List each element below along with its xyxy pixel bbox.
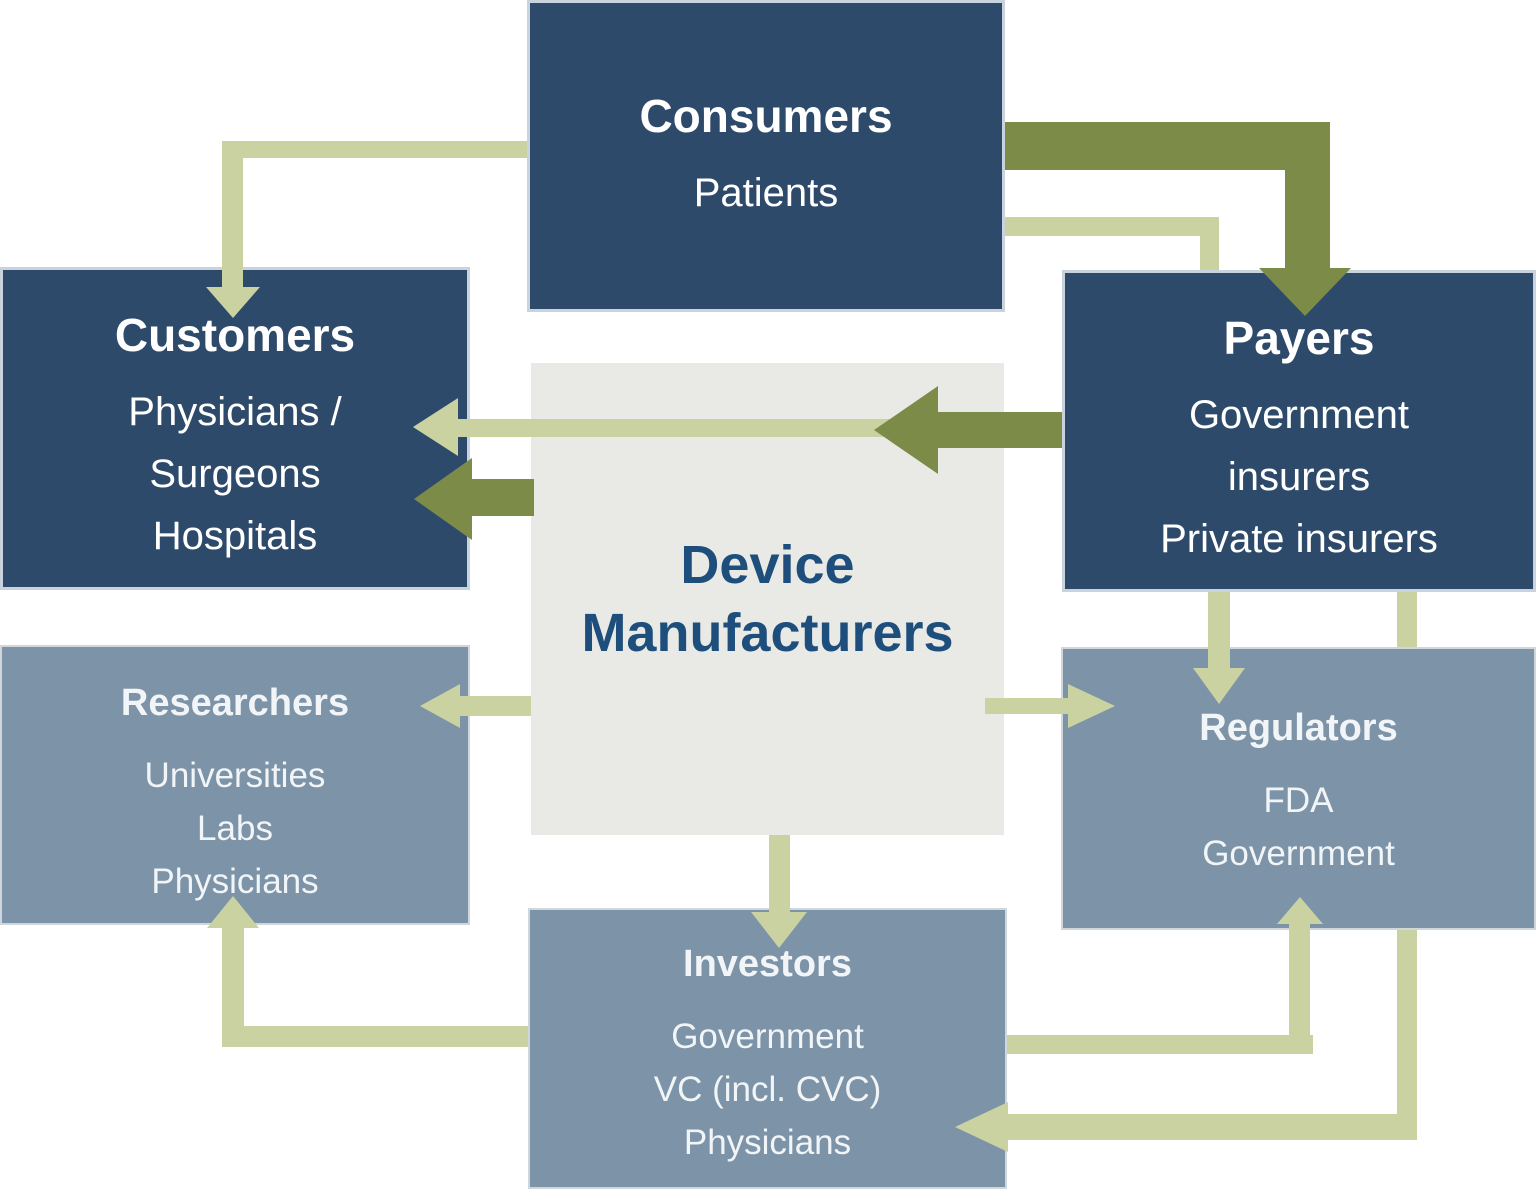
researchers-line: Physicians xyxy=(151,862,319,901)
box-investors: Investors Government VC (incl. CVC) Phys… xyxy=(528,908,1007,1189)
payers-line: Government xyxy=(1188,393,1410,437)
arrow-shaft xyxy=(1397,930,1417,1140)
arrow-shaft xyxy=(244,1026,528,1047)
box-researchers: Researchers Universities Labs Physicians xyxy=(0,645,470,925)
device-manufacturers-line: Manufacturers xyxy=(581,603,954,663)
investors-line: VC (incl. CVC) xyxy=(653,1070,882,1109)
consumers-title: Consumers xyxy=(639,90,893,142)
payers-title: Payers xyxy=(1223,312,1375,364)
arrowhead-left-icon xyxy=(413,398,458,456)
regulators-title: Regulators xyxy=(1199,707,1398,749)
arrow-shaft xyxy=(769,835,790,915)
arrow-shaft xyxy=(222,926,244,1047)
box-consumers: Consumers Patients xyxy=(527,0,1005,312)
arrowhead-right-icon xyxy=(1068,684,1115,728)
arrow-shaft xyxy=(1200,217,1219,270)
arrowhead-left-icon xyxy=(414,458,472,540)
arrow-shaft xyxy=(458,696,531,716)
arrowhead-down-icon xyxy=(751,912,807,948)
investors-line: Physicians xyxy=(683,1123,852,1162)
arrowhead-up-icon xyxy=(1277,897,1323,924)
box-customers: Customers Physicians / Surgeons Hospital… xyxy=(0,267,470,590)
arrow-shaft xyxy=(985,698,1068,714)
arrowhead-left-icon xyxy=(420,684,460,728)
customers-line: Surgeons xyxy=(149,452,321,496)
arrowhead-down-icon xyxy=(206,287,260,318)
investors-title: Investors xyxy=(683,943,852,985)
payers-line: Private insurers xyxy=(1160,517,1438,561)
arrowhead-up-icon xyxy=(207,896,259,928)
arrow-shaft xyxy=(1008,1114,1417,1140)
arrow-shaft xyxy=(1289,922,1310,1054)
consumers-line: Patients xyxy=(693,171,839,215)
researchers-line: Labs xyxy=(197,809,273,848)
box-regulators: Regulators FDA Government xyxy=(1061,647,1536,930)
researchers-line: Universities xyxy=(144,756,326,795)
arrow-shaft xyxy=(1005,122,1330,170)
customers-line: Physicians / xyxy=(128,390,342,434)
regulators-line: FDA xyxy=(1263,781,1334,820)
researchers-title: Researchers xyxy=(120,682,350,724)
payers-line: insurers xyxy=(1227,455,1371,499)
arrow-shaft xyxy=(1285,122,1330,268)
arrow-shaft xyxy=(222,141,243,287)
arrowhead-down-icon xyxy=(1259,268,1351,316)
arrow-shaft xyxy=(1208,592,1230,670)
arrowhead-left-icon xyxy=(955,1102,1008,1152)
arrowhead-down-icon xyxy=(1193,668,1245,704)
regulators-line: Government xyxy=(1202,834,1395,873)
arrow-shaft xyxy=(1005,217,1219,236)
arrow-shaft xyxy=(222,141,527,158)
device-manufacturers-line: Device xyxy=(680,535,855,595)
arrowhead-left-icon xyxy=(874,386,938,474)
arrow-shaft xyxy=(470,479,534,516)
investors-line: Government xyxy=(671,1017,864,1056)
arrow-shaft xyxy=(1007,1035,1313,1054)
customers-line: Hospitals xyxy=(152,514,318,558)
arrow-shaft xyxy=(1397,592,1417,647)
arrow-shaft xyxy=(938,412,1062,448)
box-device-manufacturers: Device Manufacturers xyxy=(531,363,1004,835)
box-payers: Payers Government insurers Private insur… xyxy=(1062,270,1536,592)
